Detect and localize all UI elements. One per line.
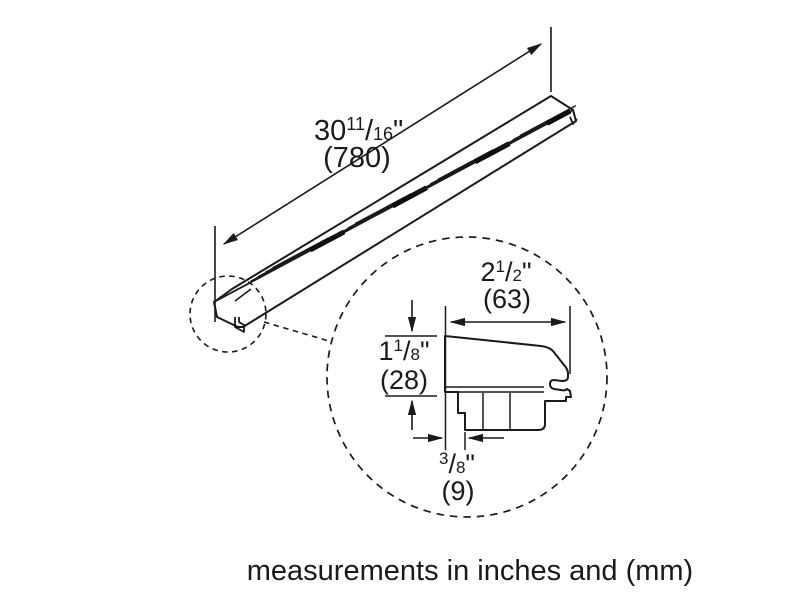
trim-endcap-junction-line — [234, 288, 252, 302]
width-label: 21/2" — [480, 257, 531, 287]
vent-slot — [545, 108, 572, 126]
length-dimension-line — [222, 43, 543, 245]
trim-left-hook-notch — [234, 317, 245, 333]
caption: measurements in inches and (mm) — [247, 555, 693, 587]
height-dimension: 11/8" (28) — [378, 300, 437, 430]
length-label: 3011/16" — [314, 114, 403, 147]
profile-outline — [444, 335, 572, 431]
height-label: 11/8" — [378, 336, 429, 366]
width-dimension: 21/2" (63) — [444, 257, 571, 450]
trim-body-outline — [213, 95, 577, 328]
detail-zoom-circle — [326, 236, 608, 518]
width-mm-label: (63) — [483, 284, 531, 314]
offset-label: 3/8" — [439, 449, 475, 479]
trim-length-dimension: 3011/16" (780) — [214, 27, 552, 322]
vent-slots — [250, 104, 577, 283]
trim-end-callout-circle — [189, 275, 267, 353]
callout-leader-line — [263, 321, 330, 342]
length-mm-label: (780) — [323, 142, 391, 174]
vent-trim-isometric — [213, 95, 578, 333]
trim-right-hook-notch — [569, 116, 578, 125]
offset-mm-label: (9) — [442, 476, 475, 506]
height-mm-label: (28) — [380, 365, 428, 395]
cross-section-profile — [444, 335, 572, 431]
offset-dimension: 3/8" (9) — [413, 432, 504, 506]
